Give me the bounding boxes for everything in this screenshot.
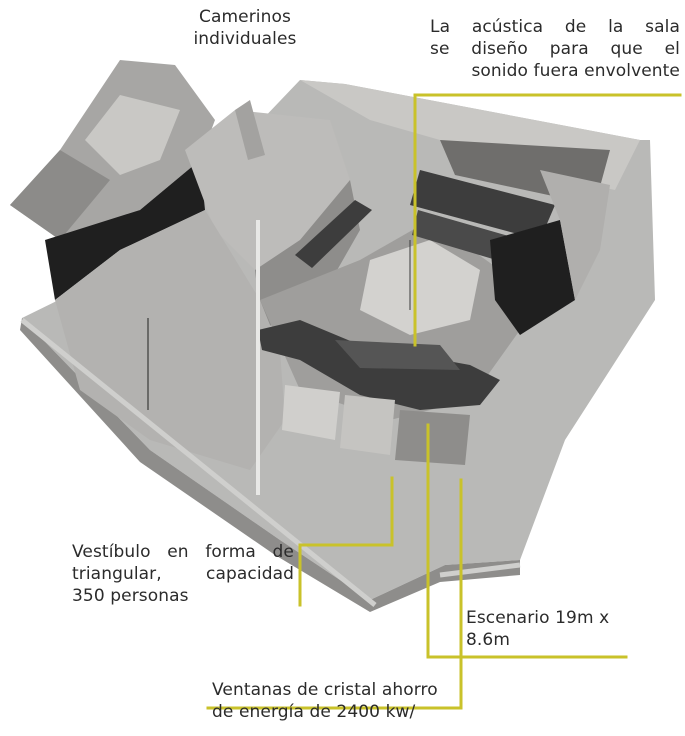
dressing-room-partitions (85, 95, 180, 175)
callout-line-escenario (426, 423, 628, 659)
lobby-floor (55, 210, 285, 470)
callout-lines (206, 93, 682, 710)
dark-wall-right (490, 220, 575, 335)
label-camerinos: Camerinos individuales (170, 6, 320, 50)
base-edge-line-right (439, 562, 521, 578)
label-vestibulo: Vestíbulo en forma de triangular, capaci… (72, 541, 294, 607)
seating-side (295, 200, 372, 268)
callout-line-vestibulo (298, 476, 394, 607)
label-escenario-line-1: Escenario 19m x (466, 608, 610, 628)
label-vestibulo-line-3: 350 personas (72, 586, 189, 606)
dark-wall-left (45, 160, 205, 300)
seating-middle (335, 340, 460, 370)
label-acustica-line-1: La acústica de la sala (430, 17, 680, 37)
label-ventanas-line-1: Ventanas de cristal ahorro (212, 680, 438, 700)
callout-line-acustica (413, 93, 682, 347)
foyer-wall-3 (395, 410, 470, 465)
label-escenario-line-2: 8.6m (466, 630, 510, 650)
label-ventanas: Ventanas de cristal ahorro de energía de… (212, 679, 462, 723)
label-camerinos-line-1: Camerinos (199, 7, 291, 27)
callout-line-ventanas (206, 478, 463, 710)
base-edge-line (20, 318, 377, 607)
stage-floor (360, 240, 480, 335)
central-shaft (235, 100, 265, 160)
label-escenario: Escenario 19m x 8.6m (466, 607, 626, 651)
label-camerinos-line-2: individuales (193, 29, 297, 49)
foyer-wall-2 (340, 395, 395, 455)
label-acustica-line-2: se diseño para que el (430, 39, 680, 59)
dressing-room-roof (10, 150, 110, 240)
seating-upper (410, 170, 555, 240)
label-vestibulo-line-2: triangular, capacidad (72, 564, 294, 584)
label-ventanas-line-2: de energía de 2400 kw/ (212, 702, 416, 722)
label-acustica: La acústica de la sala se diseño para qu… (430, 16, 680, 82)
label-acustica-line-3: sonido fuera envolvente (471, 61, 680, 81)
central-block (185, 110, 350, 270)
right-facade (540, 170, 610, 300)
label-vestibulo-line-1: Vestíbulo en forma de (72, 542, 294, 562)
foyer-wall-1 (282, 385, 340, 440)
